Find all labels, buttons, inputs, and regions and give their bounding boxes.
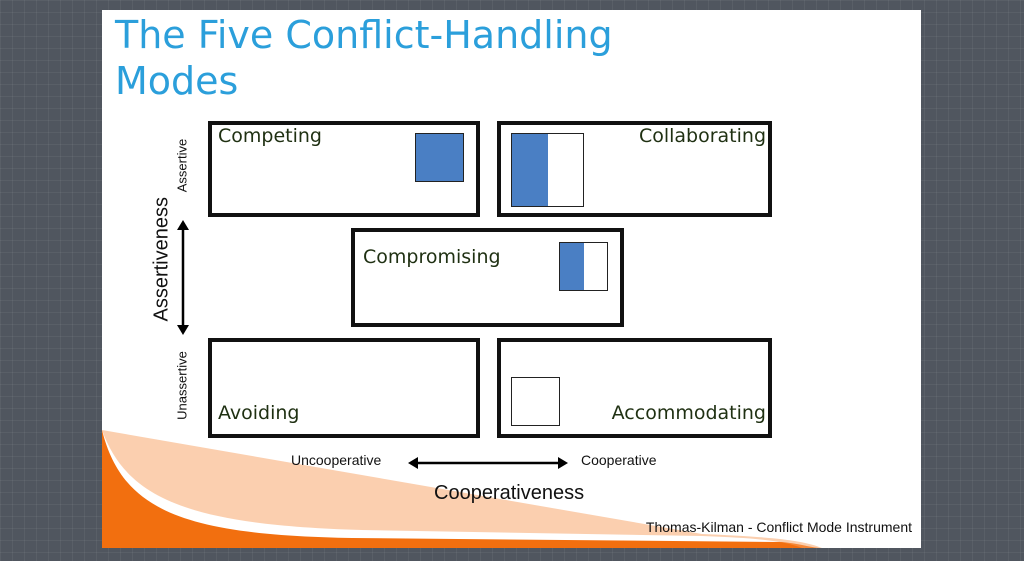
mode-avoiding: Avoiding bbox=[208, 338, 480, 438]
x-axis-high-label: Cooperative bbox=[581, 452, 657, 468]
horizontal-double-arrow-icon bbox=[408, 457, 568, 469]
mode-competing: Competing bbox=[208, 121, 480, 217]
mode-label: Avoiding bbox=[218, 402, 300, 424]
mode-label: Competing bbox=[218, 125, 322, 147]
mode-accommodating: Accommodating bbox=[497, 338, 772, 438]
y-axis-title: Assertiveness bbox=[150, 197, 173, 322]
collaborating-indicator bbox=[511, 133, 584, 207]
footer-credit: Thomas-Kilman - Conflict Mode Instrument bbox=[645, 519, 912, 535]
competing-indicator bbox=[415, 133, 464, 182]
title-line-1: The Five Conflict-Handling bbox=[115, 13, 613, 57]
x-axis-title: Cooperativeness bbox=[434, 482, 585, 504]
mode-collaborating: Collaborating bbox=[497, 121, 772, 217]
mode-label: Collaborating bbox=[638, 125, 766, 147]
slide: The Five Conflict-Handling Modes Competi… bbox=[102, 10, 921, 548]
title-line-2: Modes bbox=[115, 59, 239, 103]
y-axis-low-label: Unassertive bbox=[174, 351, 190, 420]
mode-compromising: Compromising bbox=[351, 228, 624, 327]
accommodating-indicator bbox=[511, 377, 560, 426]
slide-title: The Five Conflict-Handling Modes bbox=[115, 12, 613, 104]
vertical-double-arrow-icon bbox=[177, 220, 189, 335]
x-axis-low-label: Uncooperative bbox=[291, 452, 382, 468]
orange-swoosh bbox=[102, 430, 822, 548]
mode-label: Accommodating bbox=[611, 402, 766, 424]
mode-label: Compromising bbox=[363, 246, 501, 268]
y-axis-high-label: Assertive bbox=[174, 138, 190, 193]
compromising-indicator bbox=[559, 242, 608, 291]
